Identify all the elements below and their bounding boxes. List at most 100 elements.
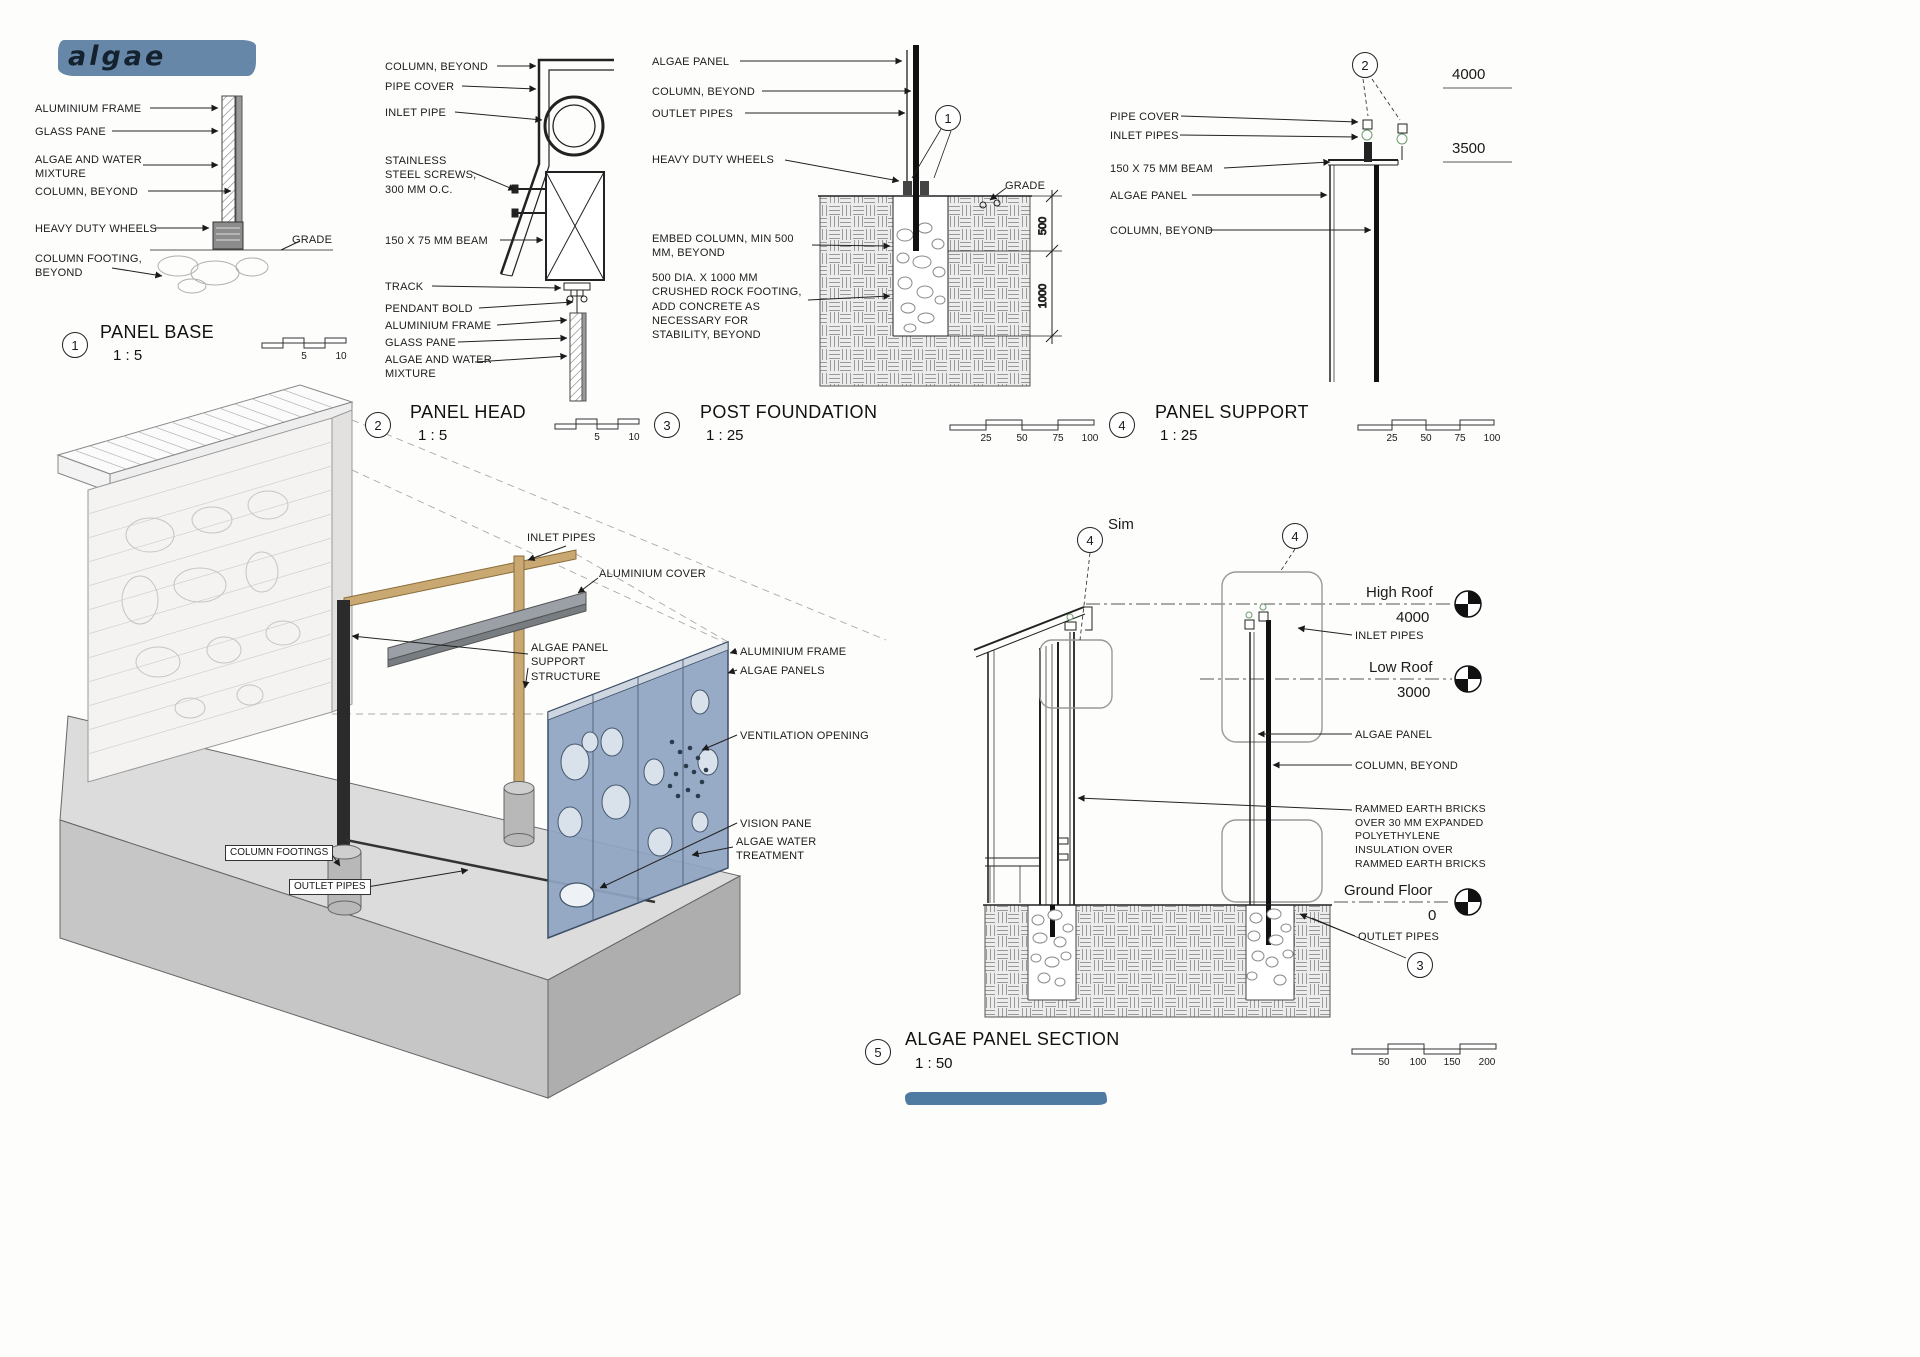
- label-pipe-cover: PIPE COVER: [385, 81, 455, 93]
- callout-ref-4-right: 4: [1282, 523, 1308, 549]
- detail-ref-post-foundation: 3: [654, 412, 680, 438]
- detail-title-post-foundation: POST FOUNDATION: [700, 402, 878, 422]
- label-embed-column: EMBED COLUMN, MIN 500 MM, BEYOND: [652, 233, 794, 260]
- panel-head-drawing: [431, 58, 640, 430]
- label-heavy-duty-wheels: HEAVY DUTY WHEELS: [652, 154, 774, 166]
- label-glass-pane: GLASS PANE: [35, 126, 106, 138]
- detail-scale-panel-section: 1 : 50: [915, 1055, 953, 1072]
- post-foundation-drawing: 500 1000: [740, 45, 1095, 431]
- level-value-high-roof: 4000: [1396, 609, 1430, 626]
- detail-ref-panel-base: 1: [62, 332, 88, 358]
- label-footing-note: 500 DIA. X 1000 MM CRUSHED ROCK FOOTING,…: [652, 272, 802, 342]
- label-column-beyond: COLUMN, BEYOND: [385, 61, 489, 73]
- label-heavy-duty-wheels: HEAVY DUTY WHEELS: [35, 223, 157, 235]
- detail-title-panel-base: PANEL BASE: [100, 322, 215, 342]
- logo-brush: algae: [58, 40, 256, 76]
- level-marker-high-roof: [1454, 590, 1482, 618]
- label-algae-water-treatment: ALGAE WATER TREATMENT: [736, 836, 817, 863]
- label-outlet-pipes: OUTLET PIPES: [652, 108, 734, 120]
- scalebar-panel-support: [1357, 419, 1495, 431]
- detail-ref-panel-section: 5: [865, 1039, 891, 1065]
- label-inlet-pipes: INLET PIPES: [527, 532, 596, 544]
- label-track: TRACK: [385, 281, 424, 293]
- label-inlet-pipe: INLET PIPE: [385, 107, 447, 119]
- level-name-ground: Ground Floor: [1344, 882, 1433, 899]
- label-column-beyond: COLUMN, BEYOND: [1110, 225, 1214, 237]
- label-aluminium-frame: ALUMINIUM FRAME: [35, 103, 142, 115]
- label-algae-panels: ALGAE PANELS: [740, 665, 825, 677]
- scale-tick: 10: [628, 432, 640, 443]
- label-aluminium-cover: ALUMINIUM COVER: [599, 568, 706, 580]
- level-name-low-roof: Low Roof: [1369, 659, 1433, 676]
- label-stainless-steel-screws: STAINLESS STEEL SCREWS, 300 MM O.C.: [385, 155, 477, 196]
- label-inlet-pipes: INLET PIPES: [1355, 630, 1424, 642]
- label-aluminium-frame: ALUMINIUM FRAME: [385, 320, 492, 332]
- scale-tick: 50: [1420, 433, 1432, 444]
- sim-note: Sim: [1108, 516, 1134, 533]
- detail-ref-panel-support: 4: [1109, 412, 1135, 438]
- panel-support-drawing: [1179, 78, 1512, 431]
- label-beam: 150 X 75 MM BEAM: [1110, 163, 1213, 175]
- level-name-high-roof: High Roof: [1366, 584, 1433, 601]
- detail-title-panel-head: PANEL HEAD: [410, 402, 527, 422]
- scale-tick: 10: [335, 351, 347, 362]
- label-algae-panel: ALGAE PANEL: [1110, 190, 1188, 202]
- label-rammed-earth-note: RAMMED EARTH BRICKS OVER 30 MM EXPANDED …: [1355, 803, 1486, 870]
- scale-tick: 5: [301, 351, 307, 362]
- label-outlet-pipes: OUTLET PIPES: [1358, 931, 1440, 943]
- callout-ref-1: 1: [935, 105, 961, 131]
- scale-tick: 75: [1454, 433, 1466, 444]
- label-inlet-pipes: INLET PIPES: [1110, 130, 1179, 142]
- footer-brush: [905, 1092, 1107, 1105]
- label-algae-panel: ALGAE PANEL: [652, 56, 730, 68]
- scale-tick: 50: [1378, 1057, 1390, 1068]
- scalebar-panel-section: [1351, 1043, 1497, 1055]
- callout-ref-2: 2: [1352, 52, 1378, 78]
- scale-tick: 100: [1409, 1057, 1427, 1068]
- level-value-low-roof: 3000: [1397, 684, 1431, 701]
- label-support-structure: ALGAE PANEL SUPPORT STRUCTURE: [531, 642, 609, 683]
- scale-tick: 100: [1483, 433, 1501, 444]
- panel-base-drawing: [111, 95, 347, 349]
- label-outlet-pipes: OUTLET PIPES: [289, 879, 371, 895]
- level-marker-ground: [1454, 888, 1482, 916]
- label-pendant-bold: PENDANT BOLD: [385, 303, 473, 315]
- scale-tick: 100: [1081, 433, 1099, 444]
- label-glass-pane: GLASS PANE: [385, 337, 456, 349]
- dim-top-level: 4000: [1452, 66, 1486, 83]
- scale-tick: 50: [1016, 433, 1028, 444]
- scale-tick: 200: [1478, 1057, 1496, 1068]
- logo-text: algae: [68, 41, 167, 72]
- scale-tick: 25: [980, 433, 992, 444]
- dim-embed-depth: 500: [1037, 217, 1049, 235]
- detail-scale-post-foundation: 1 : 25: [706, 427, 744, 444]
- label-ventilation-opening: VENTILATION OPENING: [740, 730, 869, 742]
- label-grade: GRADE: [292, 234, 333, 246]
- level-value-ground: 0: [1428, 907, 1437, 924]
- label-algae-panel: ALGAE PANEL: [1355, 729, 1433, 741]
- dim-footing-depth: 1000: [1037, 284, 1049, 308]
- callout-ref-3: 3: [1407, 952, 1433, 978]
- scale-tick: 75: [1052, 433, 1064, 444]
- axonometric-drawing: [56, 384, 887, 1099]
- detail-title-panel-support: PANEL SUPPORT: [1155, 402, 1309, 422]
- label-column-footing-beyond: COLUMN FOOTING, BEYOND: [35, 253, 142, 280]
- detail-scale-panel-base: 1 : 5: [113, 347, 143, 364]
- label-pipe-cover: PIPE COVER: [1110, 111, 1180, 123]
- scalebar-panel-base: [261, 337, 347, 349]
- label-beam: 150 X 75 MM BEAM: [385, 235, 488, 247]
- label-column-beyond: COLUMN, BEYOND: [35, 186, 139, 198]
- label-vision-pane: VISION PANE: [740, 818, 812, 830]
- label-column-beyond: COLUMN, BEYOND: [1355, 760, 1459, 772]
- callout-ref-4-left: 4: [1077, 527, 1103, 553]
- label-aluminium-frame: ALUMINIUM FRAME: [740, 646, 847, 658]
- label-algae-water-mixture: ALGAE AND WATER MIXTURE: [385, 354, 492, 381]
- detail-scale-panel-head: 1 : 5: [418, 427, 448, 444]
- scalebar-post-foundation: [949, 419, 1095, 431]
- scale-tick: 25: [1386, 433, 1398, 444]
- detail-title-panel-section: ALGAE PANEL SECTION: [905, 1029, 1120, 1049]
- scalebar-panel-head: [554, 418, 640, 430]
- label-algae-water-mixture: ALGAE AND WATER MIXTURE: [35, 154, 142, 181]
